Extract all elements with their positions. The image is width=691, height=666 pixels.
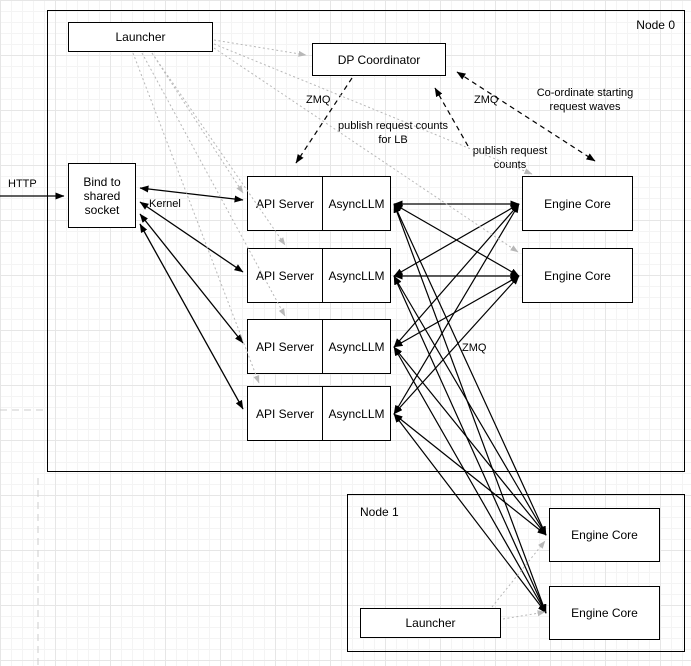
zmq-label-engines: ZMQ bbox=[462, 342, 487, 354]
engine-core-node1-2: Engine Core bbox=[549, 586, 660, 640]
asyncllm-label: AsyncLLM bbox=[328, 339, 385, 354]
api-server-row-4: API Server AsyncLLM bbox=[247, 386, 391, 441]
launcher-node0-label: Launcher bbox=[115, 30, 166, 44]
dp-coordinator: DP Coordinator bbox=[312, 43, 446, 76]
asyncllm-label: AsyncLLM bbox=[328, 406, 385, 421]
publish-lb-label: publish request counts for LB bbox=[337, 120, 449, 147]
api-server-cell: API Server bbox=[248, 249, 323, 302]
asyncllm-cell: AsyncLLM bbox=[323, 249, 390, 302]
http-label: HTTP bbox=[8, 178, 37, 190]
publish-counts-label: publish request counts bbox=[472, 145, 548, 172]
coordinate-waves-label: Co-ordinate starting request waves bbox=[536, 87, 634, 114]
kernel-label: Kernel bbox=[149, 198, 181, 210]
launcher-node1: Launcher bbox=[360, 608, 501, 638]
api-server-cell: API Server bbox=[248, 177, 323, 230]
page-guides bbox=[0, 409, 47, 666]
api-server-row-3: API Server AsyncLLM bbox=[247, 319, 391, 374]
launcher-node1-label: Launcher bbox=[405, 616, 456, 630]
zmq-label-dp-left: ZMQ bbox=[306, 94, 331, 106]
asyncllm-cell: AsyncLLM bbox=[323, 320, 390, 373]
api-server-row-2: API Server AsyncLLM bbox=[247, 248, 391, 303]
asyncllm-cell: AsyncLLM bbox=[323, 387, 390, 440]
asyncllm-label: AsyncLLM bbox=[328, 268, 385, 283]
engine-core-label: Engine Core bbox=[571, 606, 638, 620]
asyncllm-label: AsyncLLM bbox=[328, 196, 385, 211]
engine-core-node1-1: Engine Core bbox=[549, 508, 660, 562]
node0-frame bbox=[47, 10, 685, 472]
asyncllm-cell: AsyncLLM bbox=[323, 177, 390, 230]
engine-core-label: Engine Core bbox=[544, 268, 611, 283]
api-server-label: API Server bbox=[255, 268, 315, 283]
node0-title: Node 0 bbox=[636, 18, 675, 32]
api-server-label: API Server bbox=[255, 339, 315, 354]
dp-coordinator-label: DP Coordinator bbox=[337, 52, 421, 67]
engine-core-label: Engine Core bbox=[571, 528, 638, 542]
bind-shared-socket-label: Bind to shared socket bbox=[83, 174, 121, 217]
engine-core-node0-1: Engine Core bbox=[522, 176, 633, 231]
api-server-label: API Server bbox=[255, 196, 315, 211]
bind-shared-socket: Bind to shared socket bbox=[68, 163, 136, 228]
api-server-label: API Server bbox=[255, 406, 315, 421]
engine-core-node0-2: Engine Core bbox=[522, 248, 633, 303]
api-server-cell: API Server bbox=[248, 387, 323, 440]
api-server-cell: API Server bbox=[248, 320, 323, 373]
api-server-row-1: API Server AsyncLLM bbox=[247, 176, 391, 231]
zmq-label-dp-right: ZMQ bbox=[474, 94, 499, 106]
node1-title: Node 1 bbox=[360, 505, 399, 519]
engine-core-label: Engine Core bbox=[544, 196, 611, 211]
launcher-node0: Launcher bbox=[68, 22, 213, 52]
